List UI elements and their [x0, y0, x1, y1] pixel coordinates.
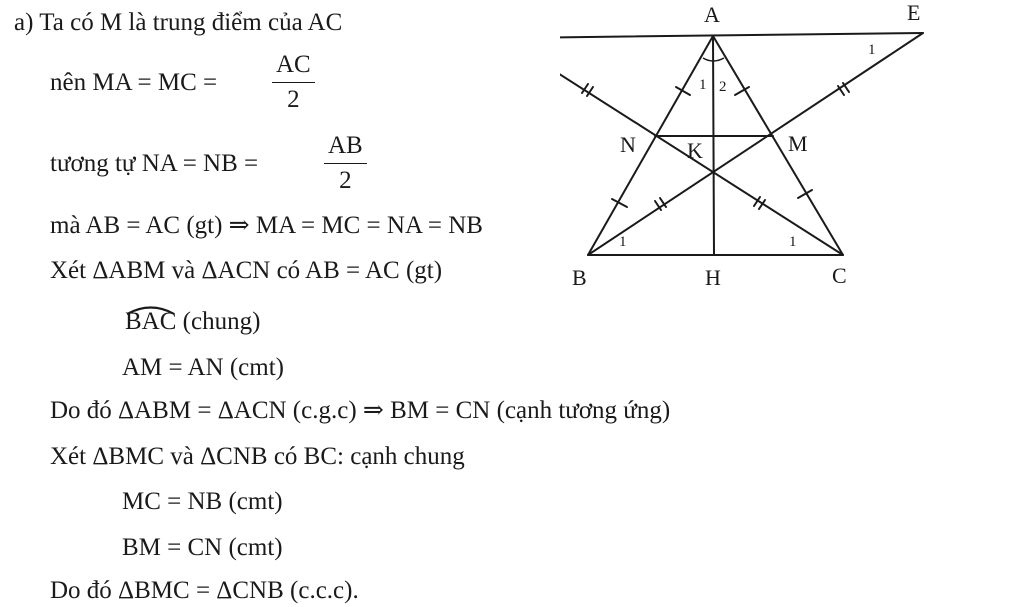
tick-mc — [797, 189, 813, 199]
tick-mb-1 — [654, 200, 662, 211]
label-e: E — [907, 0, 920, 25]
tick-nb — [611, 198, 628, 208]
tick-nc-2 — [758, 199, 766, 210]
segment-ab — [587, 35, 714, 256]
angle-arc-a — [702, 57, 725, 62]
fraction-numerator: AC — [272, 50, 315, 83]
tick-em-1 — [837, 85, 845, 96]
line-2-prefix: nên MA = MC = — [50, 69, 218, 96]
segment-fe — [560, 32, 924, 39]
label-h: H — [705, 265, 721, 290]
angle-mark-a1: 1 — [699, 77, 707, 93]
angle-bac-label: BAC — [125, 308, 177, 335]
fraction-denominator: 2 — [287, 86, 300, 113]
line-10: MC = NB (cmt) — [122, 488, 283, 515]
angle-mark-b1: 1 — [619, 234, 627, 250]
angle-mark-c1: 1 — [789, 234, 797, 250]
label-c: C — [832, 263, 847, 288]
tick-mb-2 — [659, 197, 667, 208]
fraction-denominator: 2 — [339, 167, 352, 194]
line-11: BM = CN (cmt) — [122, 534, 283, 561]
line-3-prefix: tương tự NA = NB = — [50, 150, 259, 177]
angle-mark-a2: 2 — [719, 79, 727, 95]
angle-hat-icon — [126, 306, 175, 315]
label-n: N — [620, 132, 636, 157]
tick-em-2 — [842, 82, 850, 93]
tick-am — [734, 86, 750, 96]
angle-mark-e1: 1 — [868, 42, 876, 58]
line-6: BAC (chung) — [125, 306, 261, 337]
line-12: Do đó ΔBMC = ΔCNB (c.c.c). — [50, 577, 359, 604]
label-k: K — [687, 138, 703, 163]
line-9: Xét ΔBMC và ΔCNB có BC: cạnh chung — [50, 443, 465, 470]
fraction-numerator: AB — [324, 131, 367, 164]
tick-an — [675, 86, 691, 96]
angle-shared-note: (chung) — [176, 308, 261, 335]
tick-nc-1 — [753, 196, 761, 207]
segment-fc — [560, 73, 844, 256]
tick-fn-2 — [586, 86, 594, 97]
segment-eb — [587, 32, 924, 256]
segment-ac — [712, 35, 844, 256]
label-m: M — [788, 131, 808, 156]
line-5: Xét ΔABM và ΔACN có AB = AC (gt) — [50, 257, 443, 284]
fraction-ac-over-2: AC 2 — [272, 50, 315, 115]
line-7: AM = AN (cmt) — [122, 354, 284, 381]
line-4: mà AB = AC (gt) ⇒ MA = MC = NA = NB — [50, 212, 483, 239]
triangle-figure: F A E N K M B H C 1 1 1 2 1 1 — [560, 0, 924, 290]
label-b: B — [572, 265, 587, 290]
tick-fn-1 — [581, 83, 589, 94]
label-a: A — [704, 2, 720, 27]
angle-bac: BAC — [125, 306, 177, 337]
segment-ah — [712, 35, 715, 256]
fraction-ab-over-2: AB 2 — [324, 131, 367, 196]
line-1: a) Ta có M là trung điểm của AC — [14, 9, 343, 36]
line-8: Do đó ΔABM = ΔACN (c.g.c) ⇒ BM = CN (cạn… — [50, 397, 671, 424]
